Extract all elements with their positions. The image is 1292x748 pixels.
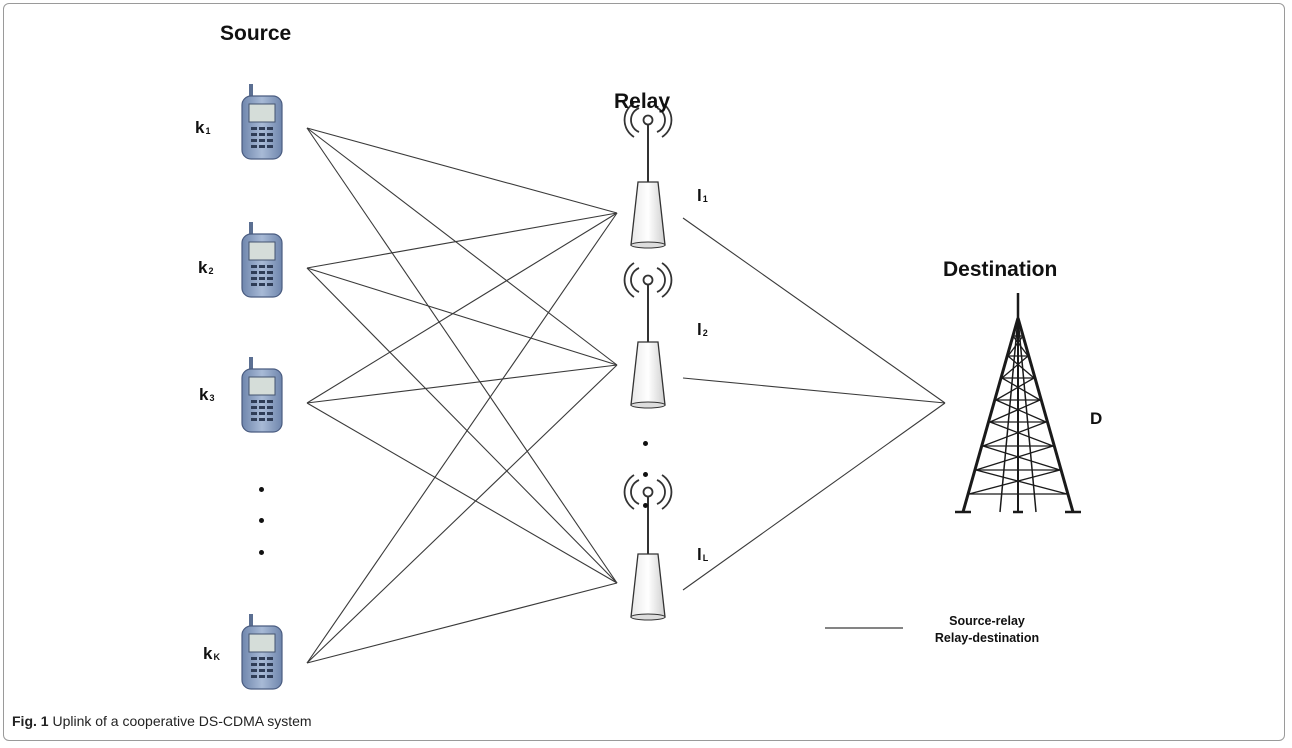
source-relay-links — [306, 127, 618, 664]
link-k3-l1 — [306, 212, 618, 404]
phone-icon — [241, 614, 283, 690]
relay-heading: Relay — [614, 90, 671, 113]
phone-icon — [241, 222, 283, 298]
link-k3-lL — [306, 402, 618, 584]
relay-antenna-icon — [623, 474, 673, 621]
ellipsis-dot — [259, 487, 264, 492]
ellipsis-dot — [643, 472, 648, 477]
source-label-k3: k3 — [199, 385, 215, 404]
source-heading: Source — [220, 22, 292, 45]
ellipsis-dot — [259, 550, 264, 555]
link-kK-lL — [306, 582, 618, 664]
relay-destination-links — [682, 217, 946, 591]
source-label-k2: k2 — [198, 258, 214, 277]
relay-label-l2: l2 — [697, 320, 708, 339]
relay-label-l1: l1 — [697, 186, 708, 205]
figure-frame — [3, 3, 1285, 741]
legend-relay-destination: Relay-destination — [934, 631, 1040, 645]
relay-antenna-icon — [623, 102, 673, 249]
destination-label: D — [1090, 409, 1103, 428]
phone-icon — [241, 357, 283, 433]
legend-labels: Source-relay Relay-destination — [912, 613, 1062, 647]
figure-caption: Fig. 1 Uplink of a cooperative DS-CDMA s… — [12, 713, 312, 729]
ellipsis-dot — [643, 503, 648, 508]
link-k1-lL — [306, 127, 618, 584]
caption-text: Uplink of a cooperative DS-CDMA system — [48, 713, 312, 729]
link-l2-d — [682, 377, 946, 404]
destination-heading: Destination — [943, 258, 1058, 281]
ellipsis-dot — [643, 441, 648, 446]
link-k1-l2 — [306, 127, 618, 366]
phone-icon — [241, 84, 283, 160]
link-kK-l2 — [306, 364, 618, 664]
link-k1-l1 — [306, 127, 618, 214]
link-k3-l2 — [306, 364, 618, 404]
caption-number: Fig. 1 — [12, 713, 49, 729]
link-k2-l2 — [306, 267, 618, 366]
source-label-kK: kK — [203, 644, 220, 663]
relay-antenna-icon — [623, 262, 673, 409]
source-label-k1: k1 — [195, 118, 211, 137]
relay-label-lL: lL — [697, 545, 709, 564]
legend-source-relay: Source-relay — [949, 614, 1025, 628]
link-l1-d — [682, 217, 946, 404]
link-k2-l1 — [306, 212, 618, 269]
ellipsis-dot — [259, 518, 264, 523]
link-lL-d — [682, 402, 946, 591]
destination-tower-icon — [955, 293, 1081, 514]
link-kK-l1 — [306, 212, 618, 664]
link-k2-lL — [306, 267, 618, 584]
